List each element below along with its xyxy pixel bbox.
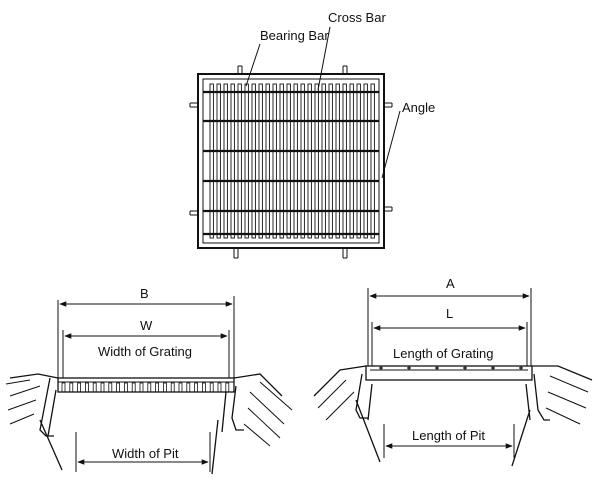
w-label: W [140, 318, 153, 333]
cross-bar-markers [379, 366, 523, 370]
b-label: B [140, 286, 149, 301]
cross-bar-leader [317, 26, 331, 91]
length-of-grating-label: Length of Grating [393, 346, 493, 361]
a-label: A [446, 276, 455, 291]
cross-bar-label: Cross Bar [328, 10, 386, 25]
width-section: B W Width of Grating Width of Pit [5, 286, 293, 475]
bearing-bars [209, 83, 375, 239]
width-of-pit-label: Width of Pit [112, 446, 179, 461]
plan-view: Cross Bar Bearing Bar Angle [189, 10, 435, 259]
bearing-bar-leader [245, 43, 261, 87]
anchor-lugs [189, 65, 393, 259]
length-section: A L Length of Grating Length of Pit [313, 276, 593, 467]
length-of-pit-label: Length of Pit [412, 428, 485, 443]
width-of-grating-label: Width of Grating [98, 344, 192, 359]
l-label: L [446, 306, 453, 321]
grating-section-bars [61, 382, 230, 393]
bearing-bar-label: Bearing Bar [260, 28, 329, 43]
angle-label: Angle [402, 100, 435, 115]
cross-bars [203, 90, 379, 236]
angle-leader [381, 110, 401, 179]
angle-frame [197, 73, 385, 249]
